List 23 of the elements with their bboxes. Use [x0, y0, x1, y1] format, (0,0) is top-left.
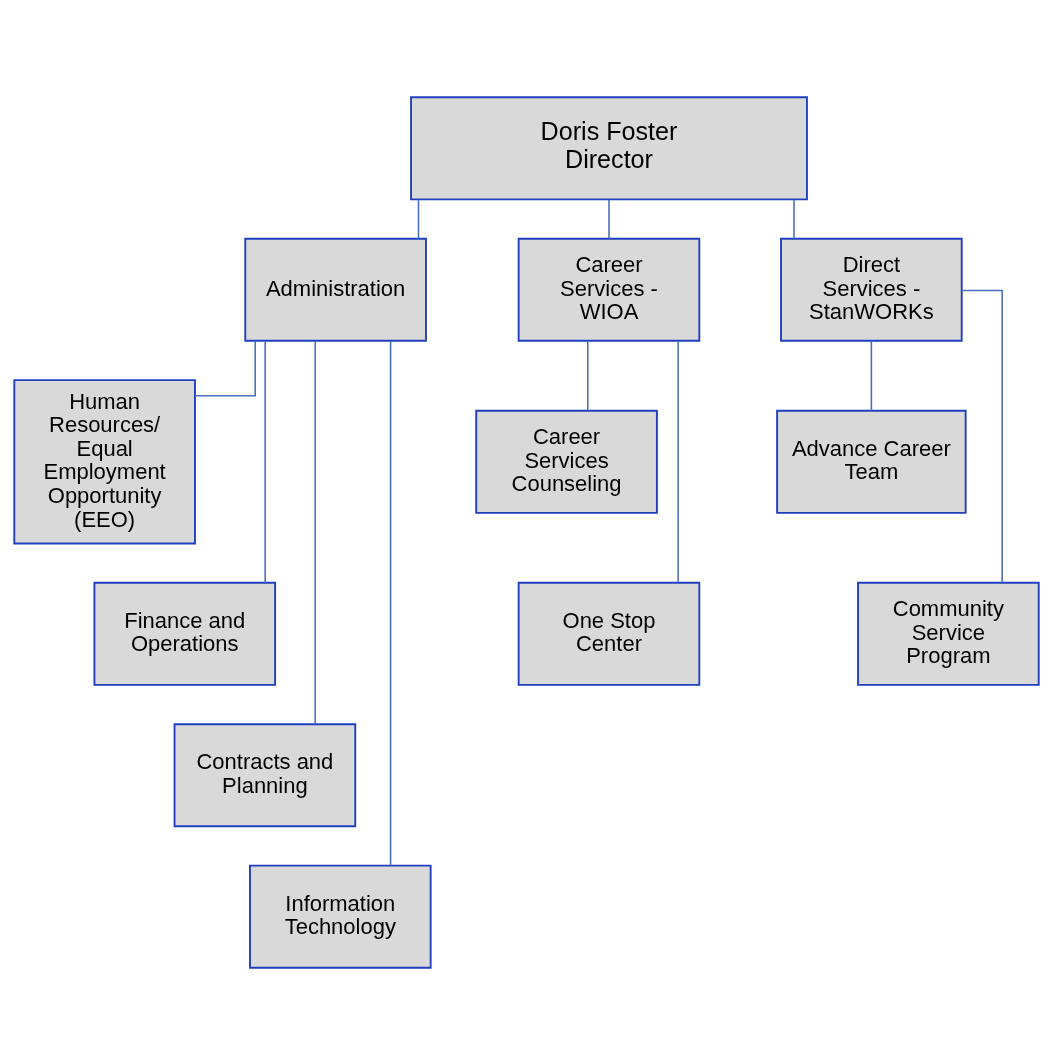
node-box: Career Services Counseling [475, 409, 658, 514]
node-box: Community Service Program [857, 581, 1040, 686]
connector [870, 339, 873, 411]
node-box: Information Technology [249, 864, 432, 969]
connector [677, 340, 679, 583]
connector [264, 340, 266, 583]
node-box: Career Services - WIOA [517, 237, 701, 342]
node-box: One Stop Center [517, 581, 701, 686]
connector [389, 339, 392, 866]
node-box: Human Resources/ Equal Employment Opportunity (EEO) [13, 378, 196, 544]
node-box: Direct Services - StanWORKs [780, 237, 963, 342]
node-box: Contracts and Planning [173, 722, 357, 827]
connector [961, 289, 1003, 583]
connector [608, 198, 610, 239]
connector [587, 339, 589, 411]
node-box: Advance Career Team [776, 409, 967, 514]
node-box: Doris Foster Director [410, 95, 808, 200]
connector [194, 339, 256, 397]
connector [417, 198, 420, 239]
connector [793, 198, 795, 239]
connector [314, 339, 316, 724]
node-box: Administration [244, 237, 427, 342]
node-box: Finance and Operations [93, 581, 277, 686]
